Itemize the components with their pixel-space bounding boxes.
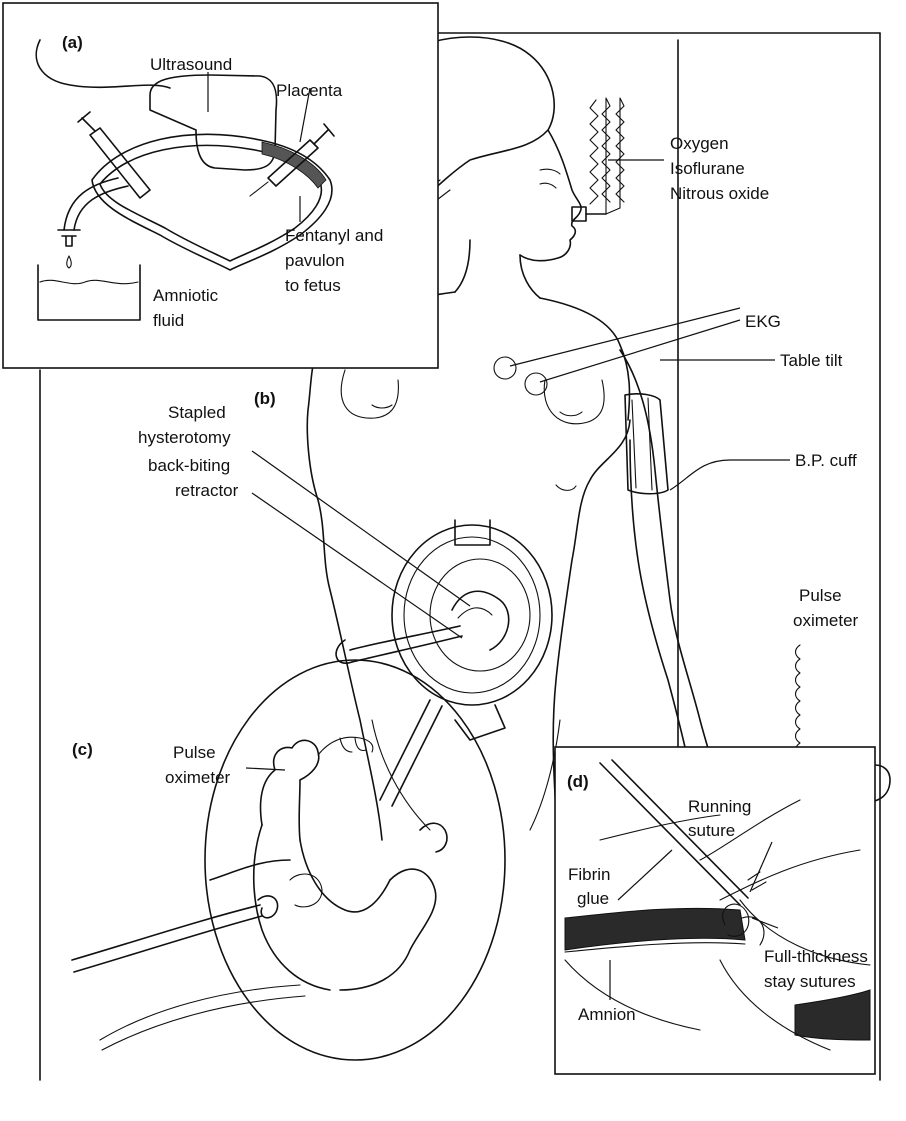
- label-isoflurane: Isoflurane: [670, 159, 745, 178]
- label-backbiting-line1: back-biting: [148, 456, 230, 475]
- label-ekg: EKG: [745, 312, 781, 331]
- panel-label-a: (a): [62, 33, 83, 52]
- label-bp-cuff: B.P. cuff: [795, 451, 857, 470]
- label-stapled-line1: Stapled: [168, 403, 226, 422]
- label-pulse-oximeter-b-line2: oximeter: [793, 611, 859, 630]
- label-amniotic-line1: Amniotic: [153, 286, 219, 305]
- label-fentanyl-line1: Fentanyl and: [285, 226, 383, 245]
- label-oxygen: Oxygen: [670, 134, 729, 153]
- label-fibrin-glue-line1: Fibrin: [568, 865, 611, 884]
- label-running-suture-line1: Running: [688, 797, 751, 816]
- label-fentanyl-line3: to fetus: [285, 276, 341, 295]
- label-running-suture-line2: suture: [688, 821, 735, 840]
- label-nitrous-oxide: Nitrous oxide: [670, 184, 769, 203]
- label-fibrin-glue-line2: glue: [577, 889, 609, 908]
- label-ultrasound: Ultrasound: [150, 55, 232, 74]
- label-stapled-line2: hysterotomy: [138, 428, 231, 447]
- label-amniotic-line2: fluid: [153, 311, 184, 330]
- panel-label-d: (d): [567, 772, 589, 791]
- label-full-thickness-line1: Full-thickness: [764, 947, 868, 966]
- panel-label-b: (b): [254, 389, 276, 408]
- label-placenta: Placenta: [276, 81, 343, 100]
- label-pulse-oximeter-c-line2: oximeter: [165, 768, 231, 787]
- fetus-drawing: [72, 660, 505, 1060]
- label-table-tilt: Table tilt: [780, 351, 843, 370]
- label-pulse-oximeter-b-line1: Pulse: [799, 586, 842, 605]
- label-fentanyl-line2: pavulon: [285, 251, 345, 270]
- label-amnion: Amnion: [578, 1005, 636, 1024]
- panel-label-c: (c): [72, 740, 93, 759]
- label-backbiting-line2: retractor: [175, 481, 239, 500]
- label-full-thickness-line2: stay sutures: [764, 972, 856, 991]
- label-pulse-oximeter-c-line1: Pulse: [173, 743, 216, 762]
